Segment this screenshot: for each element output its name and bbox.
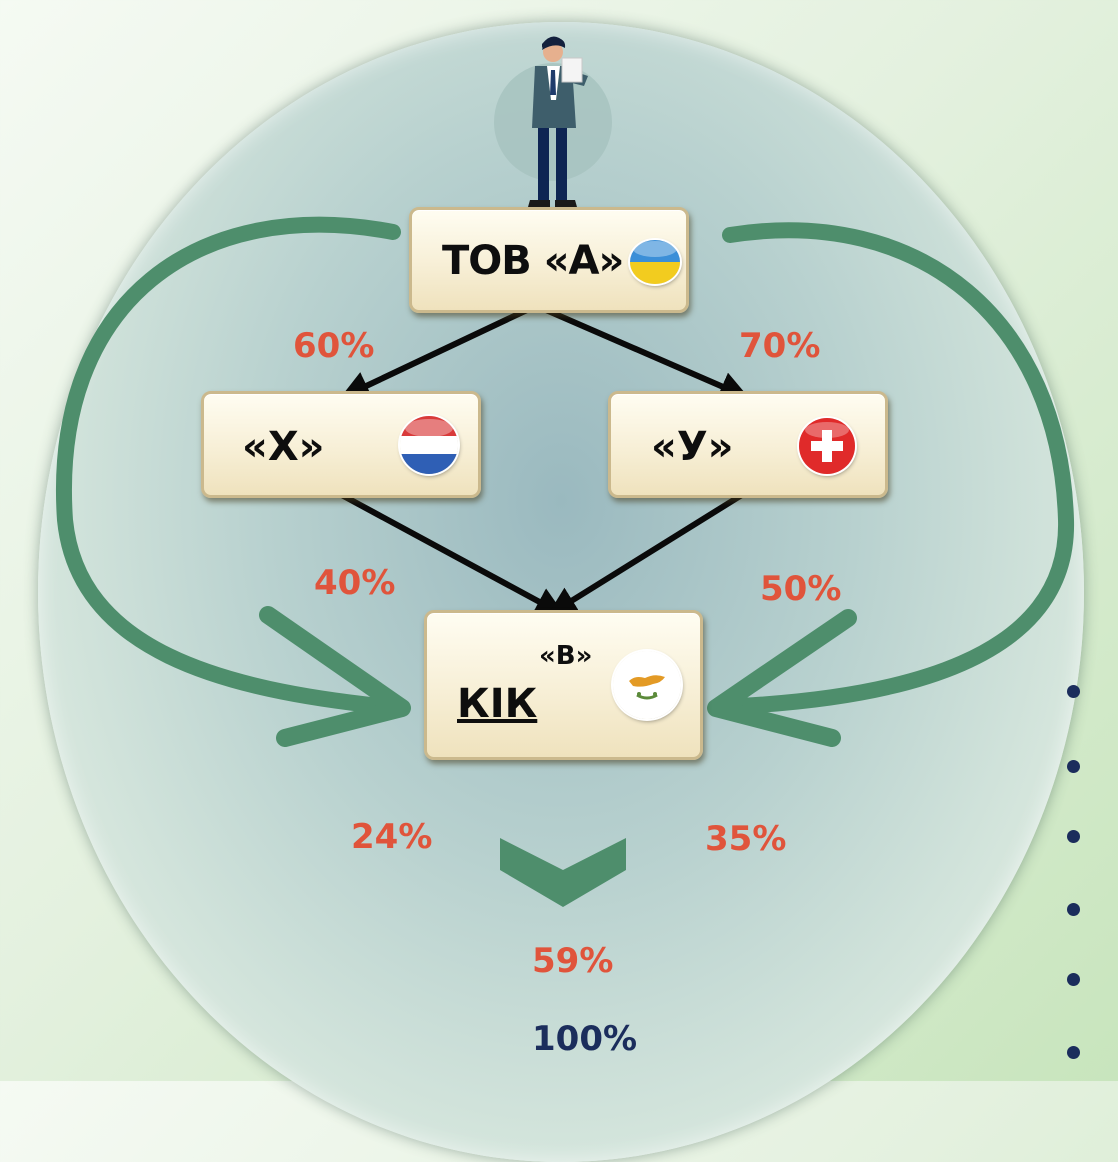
node-company-y: «У» bbox=[608, 391, 888, 498]
right-curved-arrowhead bbox=[707, 609, 857, 747]
arrow-a-to-x bbox=[339, 307, 529, 400]
percent-total: 100% bbox=[532, 1019, 638, 1059]
bullet-point bbox=[1067, 973, 1080, 986]
arrows-layer bbox=[55, 216, 1075, 907]
percent-a-to-y: 70% bbox=[739, 326, 821, 366]
switzerland-flag-icon bbox=[799, 418, 855, 474]
businessman-icon bbox=[494, 36, 612, 207]
node-company-x: «Х» bbox=[201, 391, 481, 498]
percent-x-to-b: 40% bbox=[314, 563, 396, 603]
node-b-label-top: «В» bbox=[539, 641, 593, 671]
percent-indirect-left: 24% bbox=[351, 817, 433, 857]
ownership-diagram: ТОВ «А» «Х» «У» bbox=[38, 22, 1084, 1162]
right-curved-arrow bbox=[710, 222, 1075, 715]
left-curved-arrowhead bbox=[259, 606, 411, 747]
netherlands-flag-icon bbox=[400, 416, 458, 474]
left-curved-arrow bbox=[55, 216, 401, 715]
percent-indirect-sum: 59% bbox=[532, 941, 614, 981]
bullet-point bbox=[1067, 685, 1080, 698]
percent-indirect-right: 35% bbox=[705, 819, 787, 859]
node-cfc-b: «В» КІК bbox=[424, 610, 703, 760]
node-b-label-main: КІК bbox=[457, 681, 538, 727]
arrow-a-to-y bbox=[544, 307, 750, 401]
percent-y-to-b: 50% bbox=[760, 569, 842, 609]
cyprus-flag-icon bbox=[613, 651, 681, 719]
node-y-label: «У» bbox=[651, 424, 734, 470]
node-company-a: ТОВ «А» bbox=[409, 207, 689, 313]
node-a-label: ТОВ «А» bbox=[442, 238, 624, 284]
arrow-x-to-b bbox=[336, 490, 566, 616]
ukraine-flag-icon bbox=[630, 240, 680, 284]
bullet-point bbox=[1067, 830, 1080, 843]
arrow-y-to-b bbox=[546, 490, 747, 617]
chevron-down-icon bbox=[500, 838, 626, 907]
node-x-label: «Х» bbox=[242, 424, 325, 470]
bullet-point bbox=[1067, 903, 1080, 916]
bullet-point bbox=[1067, 760, 1080, 773]
bullet-point bbox=[1067, 1046, 1080, 1059]
percent-a-to-x: 60% bbox=[293, 326, 375, 366]
